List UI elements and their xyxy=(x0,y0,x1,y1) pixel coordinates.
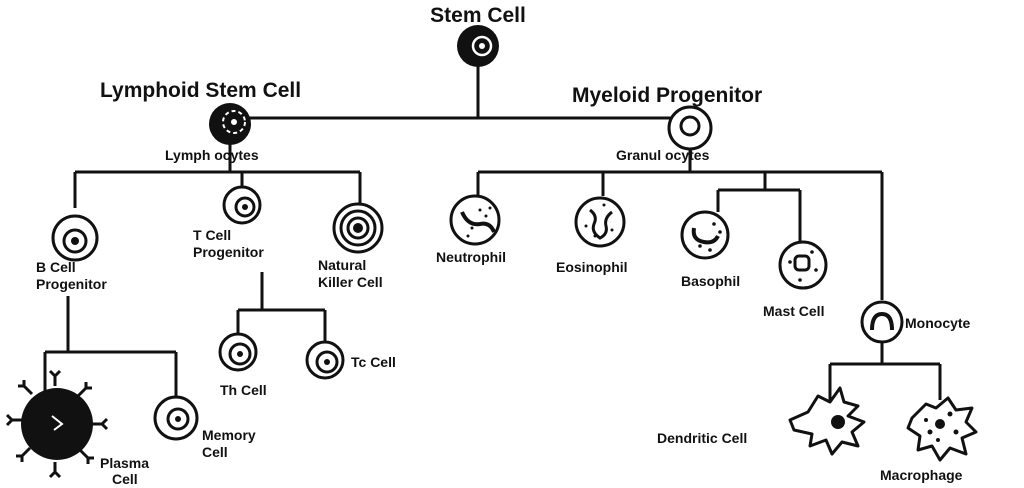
th-cell-label: Th Cell xyxy=(220,382,267,398)
myeloid-progenitor-icon xyxy=(669,107,711,149)
plasma-cell-icon xyxy=(7,371,107,477)
stem-cell-label: Stem Cell xyxy=(430,4,526,27)
macrophage-icon xyxy=(908,398,976,460)
th-cell-icon xyxy=(220,334,256,370)
b-cell-progenitor-label-1: B Cell xyxy=(36,259,76,275)
myeloid-progenitor-label: Myeloid Progenitor xyxy=(572,84,762,107)
b-cell-progenitor-label-2: Progenitor xyxy=(36,276,107,292)
lymphoid-stem-cell-label: Lymphoid Stem Cell xyxy=(100,79,301,102)
dendritic-cell-icon xyxy=(790,388,864,454)
lymphocytes-label: Lymph ocytes xyxy=(165,147,259,163)
natural-killer-label-1: Natural xyxy=(318,257,366,273)
eosinophil-label: Eosinophil xyxy=(556,259,628,275)
dendritic-cell-label: Dendritic Cell xyxy=(657,430,747,446)
neutrophil-label: Neutrophil xyxy=(436,249,506,265)
lymphoid-stem-cell-icon xyxy=(209,103,251,145)
basophil-label: Basophil xyxy=(681,273,740,289)
basophil-icon xyxy=(682,212,728,258)
granulocytes-label: Granul ocytes xyxy=(616,147,710,163)
t-cell-progenitor-label-1: T Cell xyxy=(193,227,231,243)
t-cell-progenitor-icon xyxy=(224,187,260,223)
tc-cell-icon xyxy=(307,342,343,378)
natural-killer-label-2: Killer Cell xyxy=(318,274,383,290)
natural-killer-cell-icon xyxy=(334,204,382,252)
memory-cell-label-2: Cell xyxy=(202,444,228,460)
eosinophil-icon xyxy=(576,198,624,246)
mast-cell-label: Mast Cell xyxy=(763,303,824,319)
memory-cell-label-1: Memory xyxy=(202,427,256,443)
memory-cell-icon xyxy=(155,397,197,439)
b-cell-progenitor-icon xyxy=(53,216,97,260)
mast-cell-icon xyxy=(780,242,826,288)
monocyte-icon xyxy=(862,302,902,342)
t-cell-progenitor-label-2: Progenitor xyxy=(193,244,264,260)
neutrophil-icon xyxy=(451,196,499,244)
plasma-cell-label-2: Cell xyxy=(112,471,138,487)
stem-cell-icon xyxy=(457,25,499,67)
macrophage-label: Macrophage xyxy=(880,467,963,483)
monocyte-label: Monocyte xyxy=(905,315,971,331)
tc-cell-label: Tc Cell xyxy=(351,354,396,370)
plasma-cell-label-1: Plasma xyxy=(100,455,149,471)
